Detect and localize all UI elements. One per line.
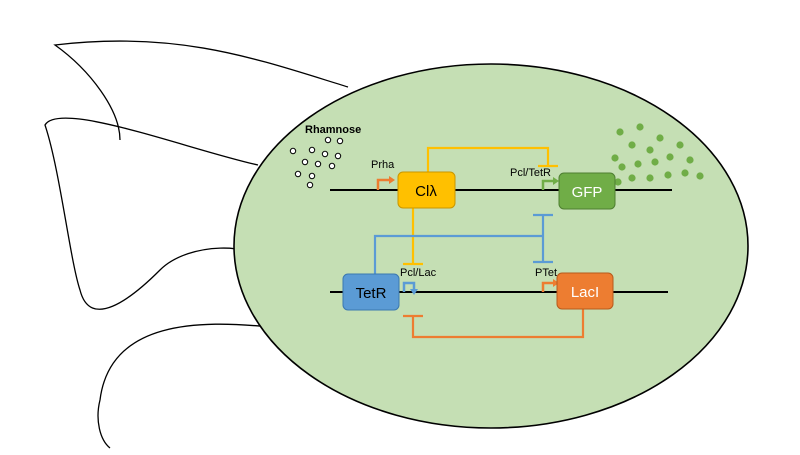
gfp-dot bbox=[651, 158, 659, 166]
gfp-dot bbox=[634, 160, 642, 168]
cl-gene: Clλ bbox=[397, 171, 456, 209]
gfp-dot bbox=[696, 172, 704, 180]
pcl-tetr-promoter-arrow bbox=[541, 179, 553, 190]
rhamnose-dot bbox=[308, 146, 316, 154]
flagella bbox=[44, 40, 349, 449]
gfp-gene-box bbox=[558, 172, 616, 210]
tetr-gene: TetR bbox=[342, 273, 400, 311]
gfp-dot bbox=[618, 163, 626, 171]
gfp-dot bbox=[646, 146, 654, 154]
cl-gene-box bbox=[397, 171, 456, 209]
rhamnose-molecules bbox=[289, 136, 344, 189]
rhamnose-dot bbox=[294, 170, 302, 178]
prha-promoter-arrowhead bbox=[389, 176, 395, 184]
laci-gene-label: LacI bbox=[571, 284, 599, 301]
rhamnose-dot bbox=[336, 137, 344, 145]
rhamnose-dot bbox=[308, 172, 316, 180]
rhamnose-dot bbox=[289, 147, 297, 155]
rhamnose-dot bbox=[306, 181, 314, 189]
gfp-dot bbox=[676, 141, 684, 149]
gfp-dot bbox=[628, 174, 636, 182]
gfp-fluorescence-dots bbox=[611, 123, 704, 186]
rhamnose-dot bbox=[314, 160, 322, 168]
gfp-dot bbox=[666, 153, 674, 161]
gfp-dot bbox=[681, 169, 689, 177]
pcl-tetr-label: Pcl/TetR bbox=[510, 167, 551, 179]
rhamnose-dot bbox=[328, 162, 336, 170]
cell-body bbox=[233, 63, 749, 429]
ptet-promoter-arrowhead bbox=[553, 279, 559, 287]
gfp-dot bbox=[616, 128, 624, 136]
pcl-lac-promoter-arrowhead bbox=[410, 289, 418, 295]
pcl-lac-label: Pcl/Lac bbox=[400, 267, 437, 279]
gfp-gene: GFP bbox=[558, 172, 616, 210]
gfp-dot bbox=[656, 134, 664, 142]
flagellum-middle bbox=[44, 117, 259, 310]
gfp-dot bbox=[628, 141, 636, 149]
laci-repression-line bbox=[411, 308, 585, 339]
laci-gene-box bbox=[556, 272, 614, 310]
rhamnose-dot bbox=[321, 150, 329, 158]
gfp-dot bbox=[646, 174, 654, 182]
gfp-dot bbox=[614, 178, 622, 186]
tetr-gene-label: TetR bbox=[356, 285, 387, 302]
flagellum-top bbox=[53, 40, 349, 141]
pcl-tetr-promoter-arrowhead bbox=[553, 177, 559, 185]
rhamnose-dot bbox=[301, 158, 309, 166]
gfp-gene-label: GFP bbox=[572, 184, 603, 201]
laci-gene: LacI bbox=[556, 272, 614, 310]
flagellum-bottom bbox=[97, 323, 271, 449]
rhamnose-dot bbox=[324, 136, 332, 144]
gfp-dot bbox=[664, 171, 672, 179]
ptet-label: PTet bbox=[535, 267, 557, 279]
prha-promoter-arrow bbox=[376, 178, 389, 190]
cl-repression-gfp-line bbox=[426, 146, 550, 172]
rhamnose-label: Rhamnose bbox=[305, 124, 361, 136]
tetr-repression-line bbox=[373, 234, 543, 275]
prha-label: Prha bbox=[371, 159, 395, 171]
rhamnose-dot bbox=[334, 152, 342, 160]
gfp-dot bbox=[636, 123, 644, 131]
ptet-promoter-arrow bbox=[541, 281, 553, 292]
pcl-lac-promoter-arrow bbox=[402, 281, 416, 292]
gfp-dot bbox=[611, 154, 619, 162]
tetr-gene-box bbox=[342, 273, 400, 311]
cl-gene-label: Clλ bbox=[415, 183, 437, 200]
gfp-dot bbox=[686, 156, 694, 164]
